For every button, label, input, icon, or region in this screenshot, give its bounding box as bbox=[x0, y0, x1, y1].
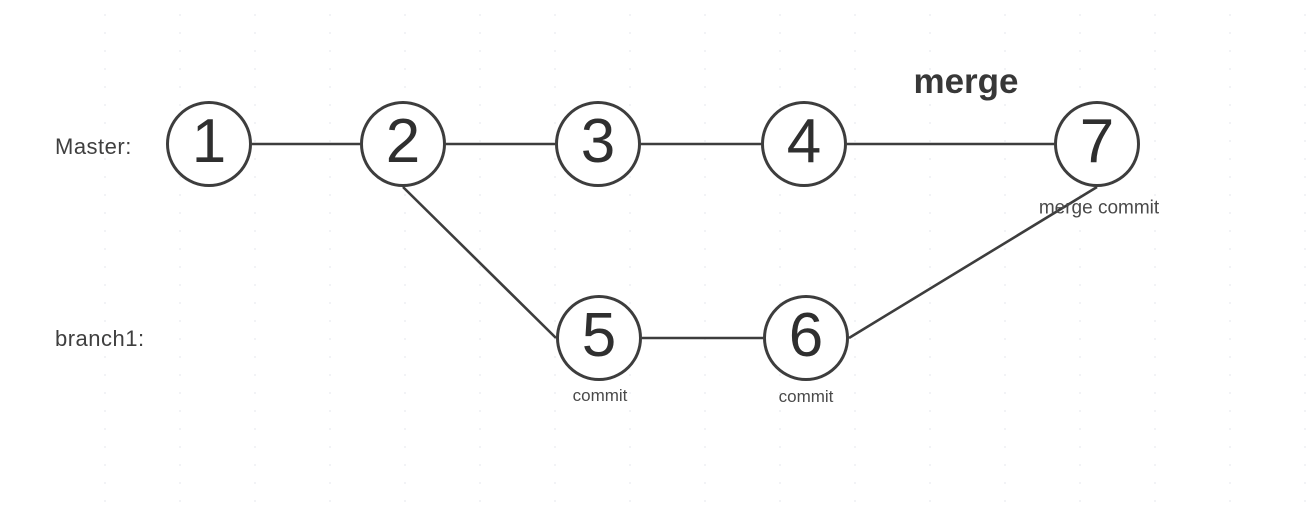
merge-annotation: merge bbox=[913, 62, 1019, 101]
commit-annotation-node-5: commit bbox=[572, 385, 628, 405]
commit-node-2: 2 bbox=[360, 101, 446, 187]
commit-node-1: 1 bbox=[166, 101, 252, 187]
branch-label-master: Master: bbox=[55, 134, 132, 159]
merge-commit-node-7: 7 bbox=[1054, 101, 1140, 187]
commit-node-5: 5 bbox=[556, 295, 642, 381]
commit-annotation-node-6: commit bbox=[778, 386, 834, 406]
edge-2-to-5 bbox=[402, 186, 557, 339]
branch-label-branch1: branch1: bbox=[55, 326, 145, 351]
edge-6-to-7 bbox=[848, 185, 1098, 340]
merge-commit-annotation: merge commit bbox=[1038, 197, 1160, 219]
commit-node-3: 3 bbox=[555, 101, 641, 187]
commit-node-6: 6 bbox=[763, 295, 849, 381]
commit-node-4: 4 bbox=[761, 101, 847, 187]
